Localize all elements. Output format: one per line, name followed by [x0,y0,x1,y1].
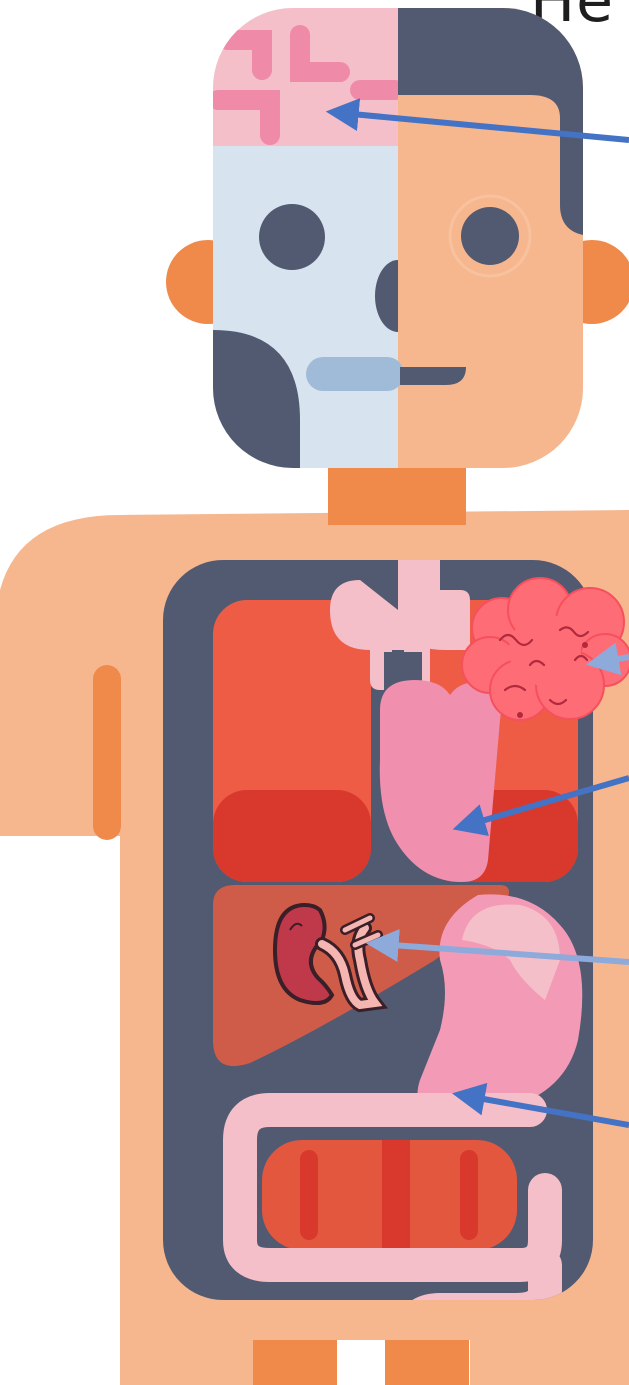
teeth [306,357,404,391]
lung-left-lower [213,790,371,882]
intestine-stripe-3 [460,1150,478,1240]
intestine-stripe-1 [300,1150,318,1240]
eye-socket [259,204,325,270]
arrow-lungs [612,657,629,660]
arm-crease [93,665,121,840]
mouth [400,367,466,385]
intestine-stripe-2 [382,1140,410,1250]
head [166,8,629,468]
eye [461,207,519,265]
